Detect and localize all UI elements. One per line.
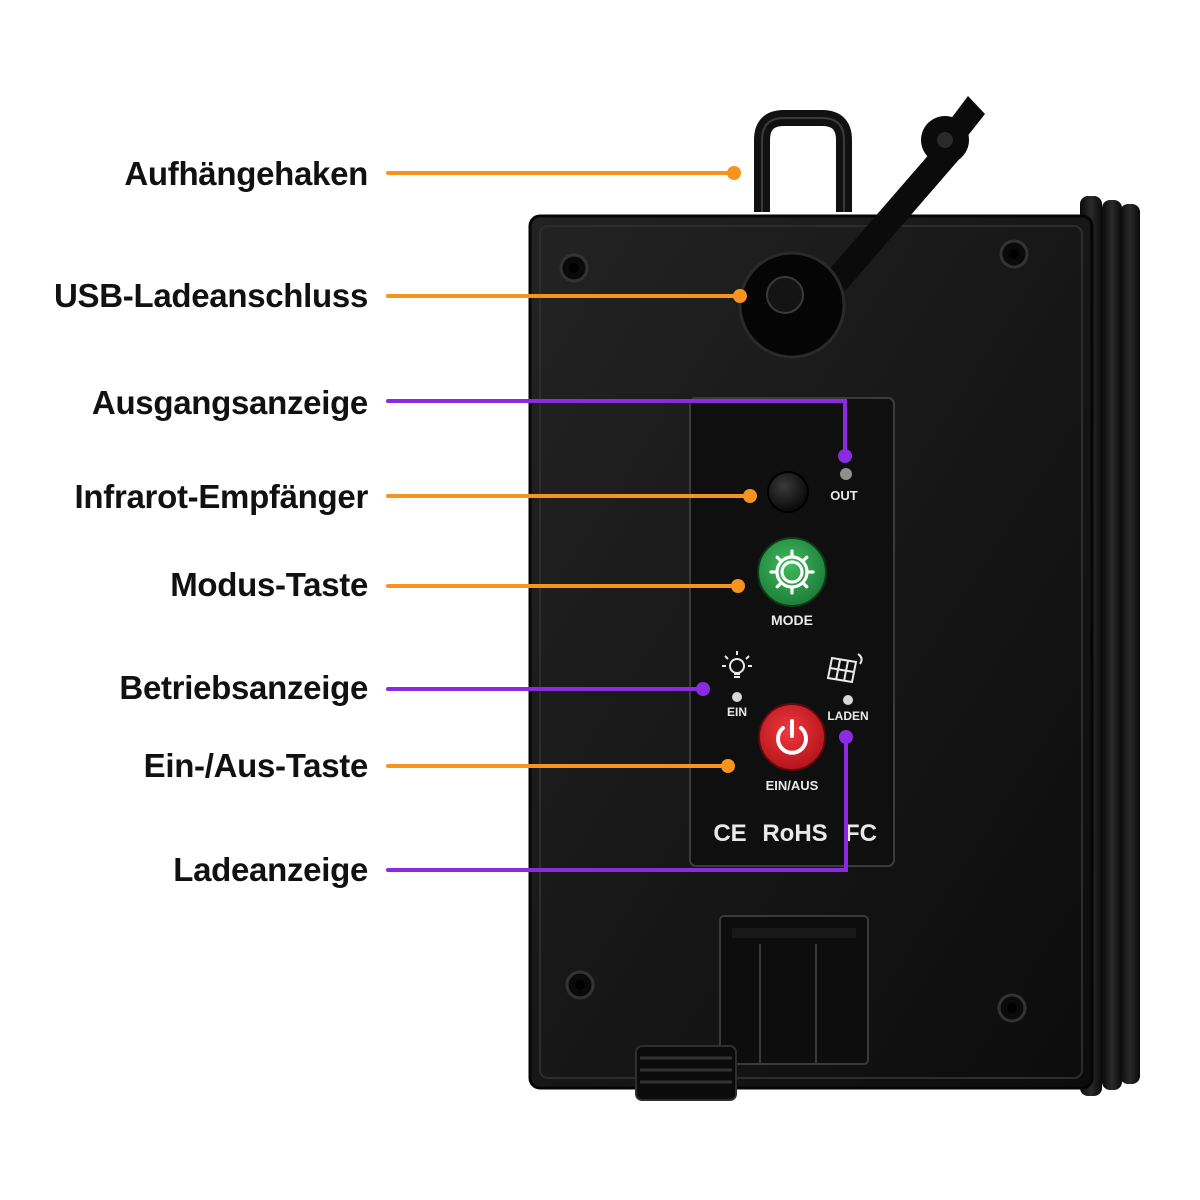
ir-receiver bbox=[767, 471, 809, 513]
control-panel bbox=[689, 397, 895, 867]
charge-led bbox=[843, 695, 853, 705]
port-cover-strap bbox=[807, 96, 985, 313]
label-infrarot-empfaenger: Infrarot-Empfänger bbox=[74, 478, 369, 515]
label-ausgangsanzeige: Ausgangsanzeige bbox=[91, 384, 368, 421]
status-led bbox=[732, 692, 742, 702]
einaus-label: EIN/AUS bbox=[766, 778, 819, 793]
solar-panel-icon bbox=[826, 653, 863, 684]
lightbulb-icon bbox=[722, 651, 752, 678]
mode-button bbox=[757, 537, 827, 607]
plug-cover bbox=[719, 915, 869, 1065]
hanging-hook bbox=[754, 110, 852, 212]
output-led bbox=[840, 468, 852, 480]
callout-lines bbox=[386, 171, 848, 872]
ce-mark: CE bbox=[713, 820, 746, 847]
leader-charge bbox=[386, 735, 848, 872]
mode-label: MODE bbox=[771, 612, 813, 628]
label-aufhaengehaken: Aufhängehaken bbox=[124, 155, 368, 192]
label-usb-ladeanschluss: USB-Ladeanschluss bbox=[54, 277, 368, 314]
leader-output bbox=[386, 399, 847, 458]
label-modus-taste: Modus-Taste bbox=[170, 566, 368, 603]
fc-mark: FC bbox=[845, 820, 877, 847]
label-ladeanzeige: Ladeanzeige bbox=[173, 851, 368, 888]
label-ein-aus-taste: Ein-/Aus-Taste bbox=[143, 747, 369, 784]
callout-dots bbox=[696, 166, 853, 773]
power-icon bbox=[776, 719, 808, 755]
rohs-mark: RoHS bbox=[762, 820, 827, 847]
screws bbox=[559, 239, 1029, 1023]
laden-label: LADEN bbox=[827, 709, 868, 723]
threaded-connector bbox=[635, 1045, 737, 1101]
usb-port bbox=[738, 251, 846, 359]
ein-label: EIN bbox=[727, 705, 747, 719]
power-button bbox=[758, 703, 826, 771]
out-label: OUT bbox=[830, 488, 858, 503]
gear-icon bbox=[769, 549, 815, 595]
label-betriebsanzeige: Betriebsanzeige bbox=[119, 669, 368, 706]
